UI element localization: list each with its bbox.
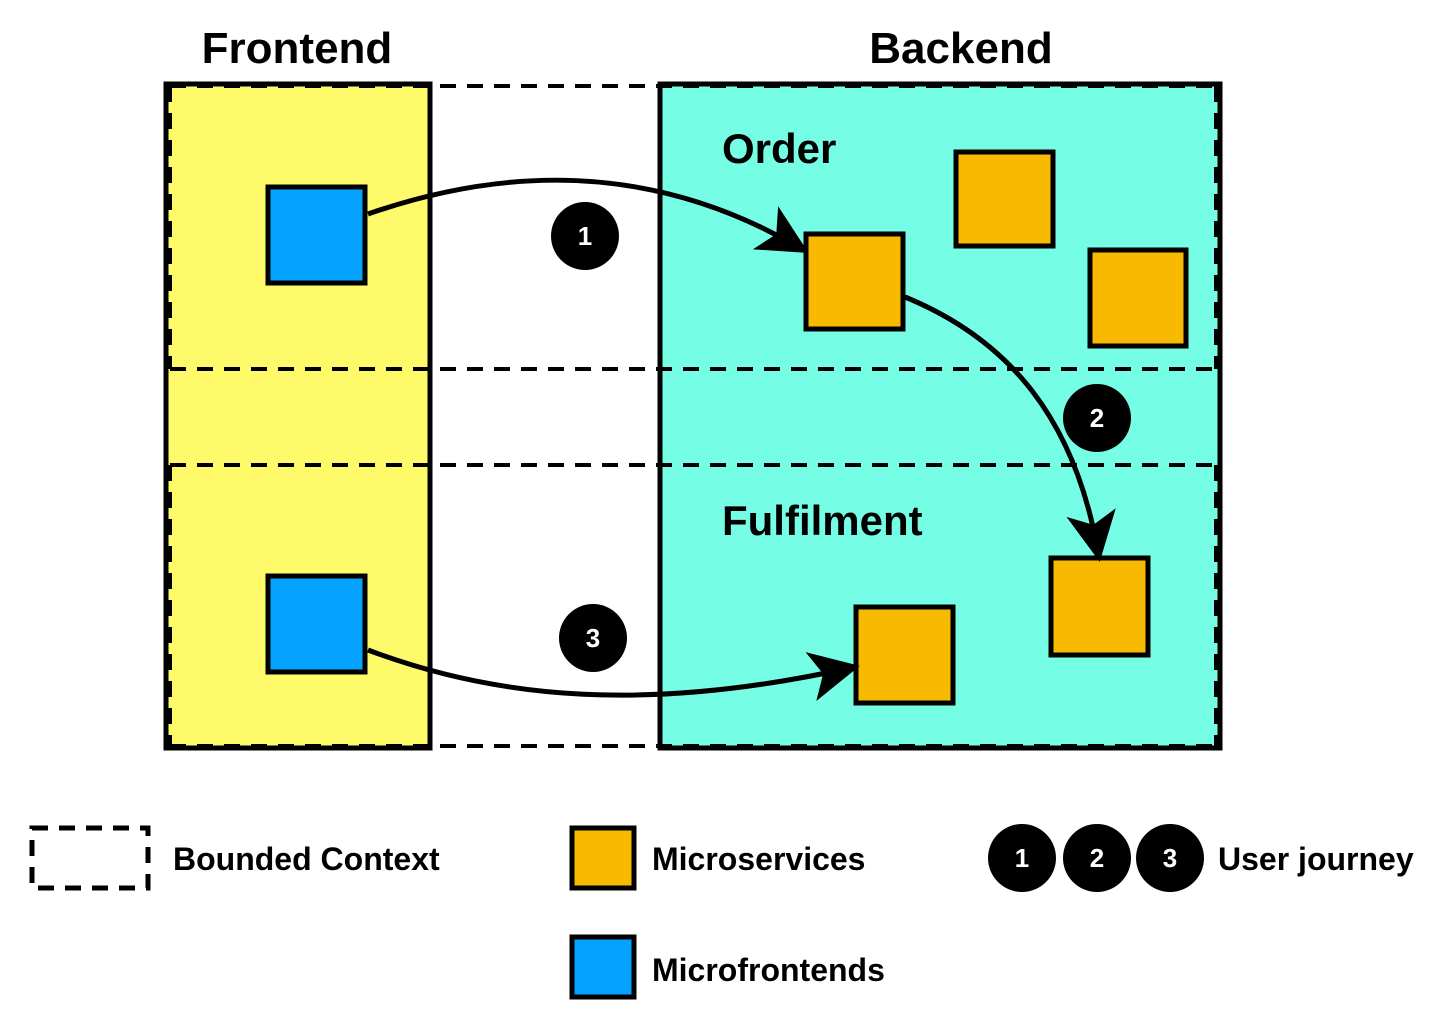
journey-arrow-1 <box>367 177 809 254</box>
legend-bounded-context-swatch <box>29 825 151 891</box>
journey-badge-1-label: 1 <box>578 221 592 251</box>
legend-journey-badge-1-label: 1 <box>1015 843 1029 873</box>
microservice-fulfilment-right <box>1048 555 1151 658</box>
journey-badge-2-circle <box>1063 384 1131 452</box>
microservice-order-entry <box>803 231 906 332</box>
legend-journey-badge-3-circle <box>1136 824 1204 892</box>
legend-microservices-label: Microservices <box>652 841 865 877</box>
journey-arrow-2 <box>904 294 1116 562</box>
bounded-context-order <box>168 84 1218 371</box>
legend-microservices-swatch <box>569 825 637 891</box>
microservice-order-top <box>953 149 1056 249</box>
journey-arrow-3 <box>367 647 860 702</box>
legend-journey-badge-3: 3 <box>1136 824 1204 892</box>
legend-journey-badge-1-circle <box>988 824 1056 892</box>
journey-badge-3-circle <box>559 604 627 672</box>
backend-title: Backend <box>869 24 1052 73</box>
journey-badge-1: 1 <box>551 202 619 270</box>
legend-journey-badge-1: 1 <box>988 824 1056 892</box>
microservice-fulfilment-entry <box>853 604 956 706</box>
legend-bounded-context-label: Bounded Context <box>173 841 440 877</box>
legend-journey-badge-3-label: 3 <box>1163 843 1177 873</box>
legend-journey-badge-2: 2 <box>1063 824 1131 892</box>
bounded-context-fulfilment <box>168 463 1218 748</box>
legend-microfrontends-label: Microfrontends <box>652 952 885 988</box>
journey-badge-1-circle <box>551 202 619 270</box>
legend-user-journey-label: User journey <box>1218 841 1414 877</box>
order-context-label: Order <box>722 125 836 172</box>
microfrontend-order <box>265 184 368 286</box>
journey-badge-2: 2 <box>1063 384 1131 452</box>
legend-journey-badge-2-label: 2 <box>1090 843 1104 873</box>
journey-badge-2-label: 2 <box>1090 403 1104 433</box>
legend-microfrontends-swatch <box>569 934 637 1000</box>
legend: Bounded Context Microservices Microfront… <box>29 824 1414 1000</box>
journey-badge-3-label: 3 <box>586 623 600 653</box>
microservice-order-right <box>1087 247 1189 349</box>
frontend-title: Frontend <box>202 24 393 73</box>
legend-journey-badge-2-circle <box>1063 824 1131 892</box>
fulfilment-context-label: Fulfilment <box>722 497 923 544</box>
microfrontend-fulfilment <box>265 573 368 675</box>
journey-badge-3: 3 <box>559 604 627 672</box>
